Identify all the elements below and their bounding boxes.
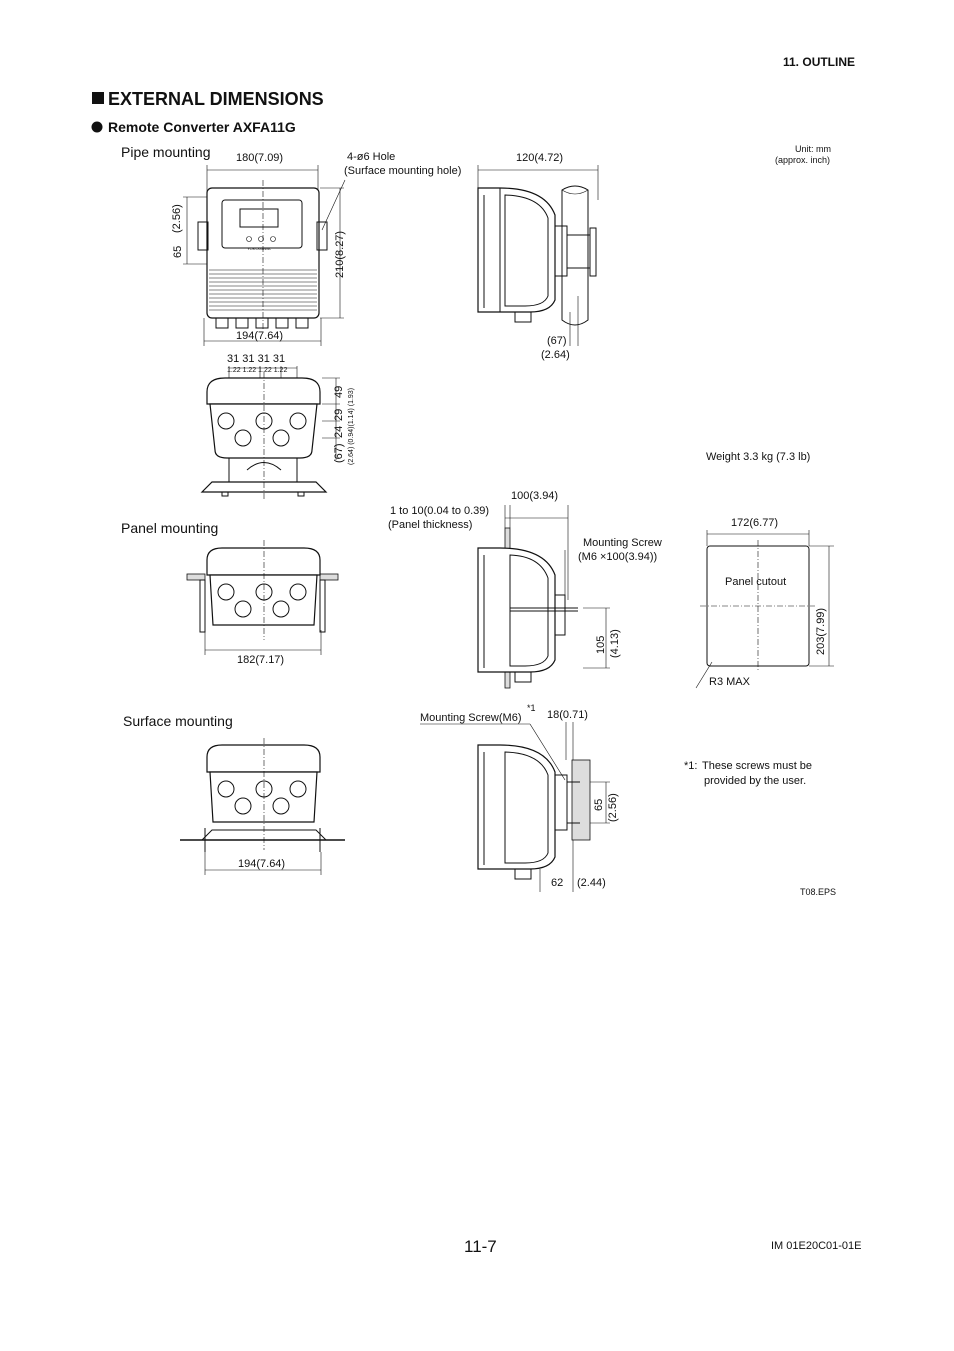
panel-screw: Mounting Screw [583,537,662,549]
bottom-dim-122: 1.22 1.22 1.22 1.22 [227,367,288,374]
panel-cutout [695,530,834,689]
surface-side-view [420,722,610,892]
pipe-dim-height: 210(8.27) [334,230,346,278]
footnote-mark: *1: [684,760,698,772]
weight-label: Weight 3.3 kg (7.3 lb) [706,451,811,463]
page-subtitle: Remote Converter AXFA11G [108,119,296,135]
bottom-dim-inch: (2.64) (0.94)(1.14) (1.93) [348,387,355,465]
surface-dim-65: 65 [593,798,605,811]
pipe-dim-65-inch: (2.56) [171,204,183,233]
surface-dim-62: 62 [551,877,564,889]
bottom-dim-29: 29 [333,408,345,421]
surface-front-view [180,738,345,875]
panel-dim-width: 182(7.17) [237,654,285,666]
page-number: 11-7 [464,1237,497,1256]
pipe-hole-note: (Surface mounting hole) [344,165,462,177]
surface-dim-width: 194(7.64) [238,858,286,870]
pipe-mounting-label: Pipe mounting [121,144,211,160]
panel-side-view [477,505,610,689]
panel-front-view [186,540,339,655]
bottom-dim-49: 49 [333,385,345,398]
cutout-height: 203(7.99) [815,607,827,655]
pipe-bottom-view [200,366,340,500]
pipe-side-67-inch: (2.64) [541,349,570,361]
surface-mounting-label: Surface mounting [123,713,233,729]
panel-dim-105: 105 [595,635,607,654]
pipe-dim-width-bottom: 194(7.64) [236,330,284,342]
panel-thickness-note: (Panel thickness) [388,519,473,531]
surface-dim-65-inch: (2.56) [607,793,619,822]
panel-mounting-label: Panel mounting [121,520,219,536]
section-header: 11. OUTLINE [783,55,856,69]
panel-dim-105-inch: (4.13) [609,629,621,658]
cutout-label: Panel cutout [725,576,787,588]
surface-dim-62-inch: (2.44) [577,877,606,889]
panel-side-100: 100(3.94) [511,490,559,502]
page-title: EXTERNAL DIMENSIONS [108,89,324,109]
bottom-dim-24: 24 [333,425,345,438]
pipe-dim-65: 65 [172,245,184,258]
bottom-dim-31: 31 31 31 31 [227,353,286,365]
footnote-line2: provided by the user. [704,775,807,787]
surface-dim-18: 18(0.71) [547,709,588,721]
surface-screw: Mounting Screw(M6) [420,712,522,724]
surface-screw-mark: *1 [527,703,536,713]
cutout-width: 172(6.77) [731,517,779,529]
pipe-side-67: (67) [547,335,567,347]
subtitle-circle-bullet-icon [91,121,103,133]
pipe-side-depth: 120(4.72) [516,152,564,164]
pipe-hole: 4-ø6 Hole [347,151,396,163]
file-label: T08.EPS [800,887,837,897]
bottom-dim-67: (67) [333,443,345,463]
unit-note-line2: (approx. inch) [775,155,831,165]
panel-thickness: 1 to 10(0.04 to 0.39) [390,505,490,517]
pipe-front-view [183,165,346,346]
brand-logo: YOKOGAWA [247,246,271,251]
doc-id: IM 01E20C01-01E [771,1240,862,1252]
panel-screw-spec: (M6 ×100(3.94)) [578,551,658,563]
cutout-radius: R3 MAX [709,676,750,688]
pipe-dim-width-top: 180(7.09) [236,152,284,164]
title-square-bullet-icon [92,92,104,104]
footnote-line1: These screws must be [702,760,813,772]
unit-note-line1: Unit: mm [795,144,831,154]
pipe-side-view [477,165,599,346]
